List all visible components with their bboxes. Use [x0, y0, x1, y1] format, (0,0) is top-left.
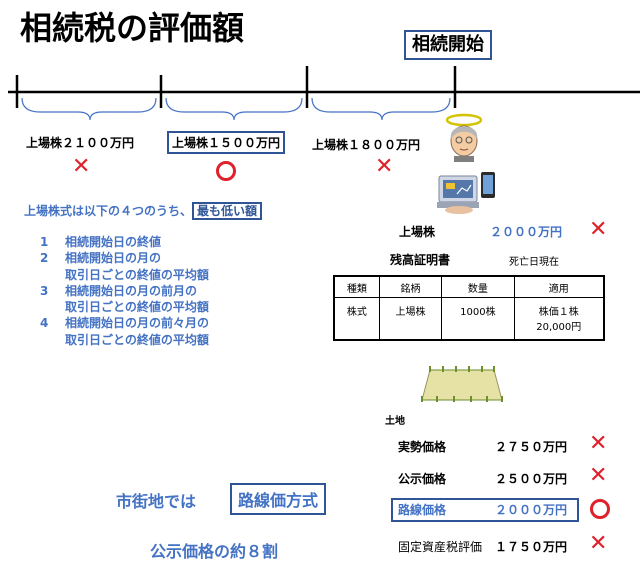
header-name: 銘柄: [378, 276, 443, 298]
rule-text: 上場株式は以下の４つのうち、最も低い額: [24, 202, 263, 220]
header-quantity: 数量: [441, 276, 515, 298]
page-title: 相続税の評価額: [20, 9, 245, 47]
header-type: 種類: [334, 276, 380, 298]
land-row-road-amount: ２０００万円: [495, 503, 568, 517]
urban-method: 路線価方式: [230, 483, 327, 515]
brace-month-2: [165, 97, 303, 121]
brace-month-1: [311, 97, 451, 121]
month1-value: 上場株１８００万円: [312, 138, 421, 152]
land-label: 土地: [385, 416, 405, 427]
rule-item-4-cont: 取引日ごとの終値の平均額: [65, 332, 209, 347]
month2-value: 上場株１５００万円: [167, 131, 286, 154]
cell-name: 上場株: [378, 297, 443, 340]
cell-type: 株式: [334, 297, 380, 340]
land-row-market-amount: ２７５０万円: [495, 440, 568, 454]
urban-prefix: 市街地では: [116, 492, 197, 511]
land-row-fixed-x-mark: ✕: [589, 531, 608, 556]
certificate-title: 残高証明書: [390, 253, 451, 267]
month3-x-mark: ✕: [72, 154, 91, 179]
land-row-fixed-amount: １７５０万円: [495, 540, 568, 554]
deceased-person-icon: [445, 113, 483, 162]
timeline: [8, 66, 640, 121]
urban-note: 公示価格の約８割: [150, 542, 279, 561]
land-row-road-label: 路線価格: [398, 503, 447, 517]
rule-highlight: 最も低い額: [192, 202, 263, 220]
land-row-road-box: 路線価格 ２０００万円: [391, 498, 579, 522]
land-row-road-o-mark: [590, 499, 610, 519]
month2-o-mark: [216, 161, 236, 181]
land-row-public-amount: ２５００万円: [495, 472, 568, 486]
rule-prefix: 上場株式は以下の４つのうち、: [24, 204, 193, 218]
table-header-row: 種類 銘柄 数量 適用: [334, 276, 605, 298]
land-row-market-label: 実勢価格: [398, 440, 447, 454]
rule-item-2-cont: 取引日ごとの終値の平均額: [65, 267, 209, 282]
header-note: 適用: [513, 276, 605, 298]
land-plot-icon: [421, 366, 503, 402]
month3-value: 上場株２１００万円: [26, 136, 135, 150]
computer-icon: [437, 172, 495, 214]
cell-quantity: 1000株: [441, 297, 515, 340]
month1-x-mark: ✕: [375, 154, 394, 179]
land-row-fixed-label: 固定資産税評価: [398, 540, 483, 554]
rule-item-3-cont: 取引日ごとの終値の平均額: [65, 300, 209, 315]
start-label: 相続開始: [404, 30, 492, 60]
land-row-public-label: 公示価格: [398, 472, 447, 486]
land-row-market-x-mark: ✕: [589, 431, 608, 456]
land-row-public-x-mark: ✕: [589, 463, 608, 488]
certificate-date-note: 死亡日現在: [509, 257, 559, 268]
stock-x-mark: ✕: [589, 217, 608, 242]
stock-label: 上場株: [399, 225, 436, 239]
stock-amount: ２０００万円: [490, 225, 563, 239]
brace-month-3: [21, 97, 157, 121]
